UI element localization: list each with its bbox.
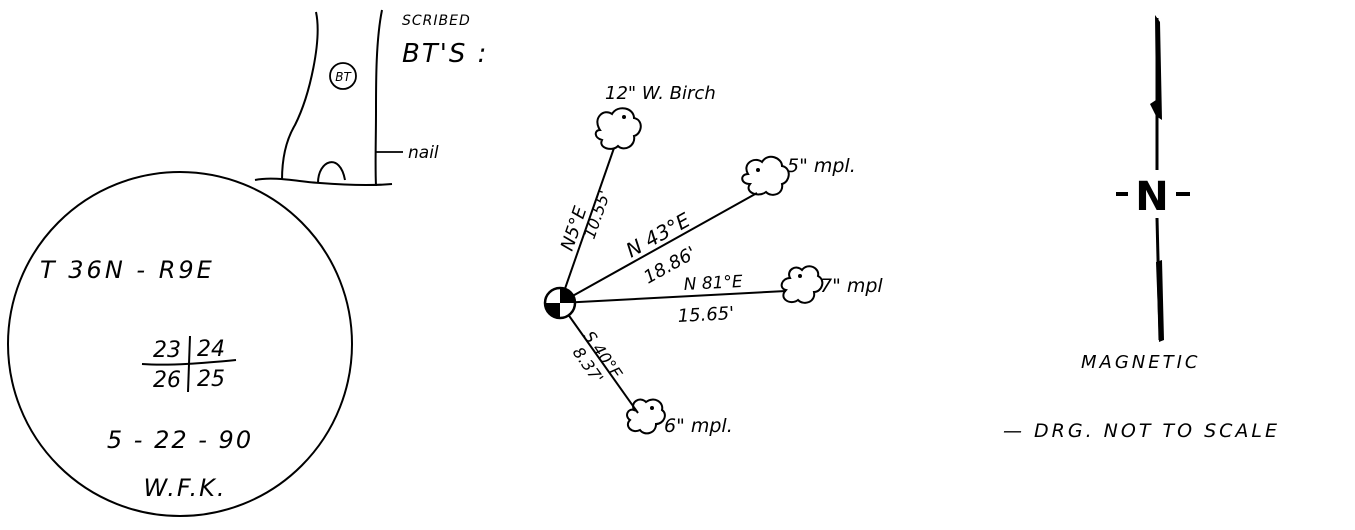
tree-trunk-right (374, 9, 383, 187)
tie-line-7-maple (559, 290, 787, 304)
bt-marker-text: BT (335, 70, 352, 84)
corner-monument-icon (543, 286, 577, 320)
township-range: T 36N - R9E (40, 256, 215, 284)
nail-label: nail (408, 143, 439, 163)
not-to-scale-note: — DRG. NOT TO SCALE (1003, 420, 1280, 442)
7-maple-bearing: N 81°E (683, 272, 743, 295)
bt-marker-circle (329, 62, 357, 90)
tie-line-6-maple (559, 302, 639, 414)
section-ne: 24 (197, 337, 225, 362)
section-divider-horizontal (141, 359, 237, 366)
7-maple-tree-icon (780, 265, 824, 304)
6-maple-tree-icon (626, 398, 666, 435)
6-maple-tree-label: 6" mpl. (664, 415, 733, 437)
tie-diagram: 12" W. Birch 5" mpl. 7" mpl 6" mpl. N5°E… (543, 83, 883, 437)
magnetic-label: MAGNETIC (1081, 352, 1201, 373)
7-maple-tree-dot (798, 274, 802, 278)
section-sw: 26 (153, 368, 181, 393)
north-letter: N (1135, 174, 1168, 220)
north-arrow: N MAGNETIC (1081, 15, 1201, 373)
6-maple-tree-dot (650, 406, 654, 410)
tie-line-5-maple (559, 192, 758, 304)
scribed-label: SCRIBED (402, 13, 471, 29)
tree-trunk-left (281, 11, 319, 181)
birch-tree-icon (594, 107, 642, 150)
tag-initials: W.F.K. (143, 474, 226, 502)
tree-sketch: BT nail SCRIBED BT'S : (254, 9, 488, 187)
5-maple-tree-dot (756, 168, 760, 172)
birch-tree-label: 12" W. Birch (605, 83, 716, 104)
ground-line (254, 177, 393, 187)
7-maple-distance: 15.65' (677, 303, 735, 327)
tag-date: 5 - 22 - 90 (107, 426, 253, 454)
section-se: 25 (197, 367, 225, 392)
5-maple-tree-icon (741, 155, 790, 196)
birch-tree-dot (622, 115, 626, 119)
7-maple-tree-label: 7" mpl (820, 275, 883, 297)
corner-tag: T 36N - R9E 23 24 26 25 5 - 22 - 90 W.F.… (7, 171, 353, 517)
tie-line-birch (559, 147, 615, 304)
5-maple-tree-label: 5" mpl. (787, 155, 856, 177)
root-hump (317, 161, 346, 184)
tag-outline (7, 171, 353, 517)
north-arrow-lower-half (1156, 260, 1164, 342)
bts-label: BT'S : (402, 39, 488, 69)
section-nw: 23 (153, 338, 181, 363)
